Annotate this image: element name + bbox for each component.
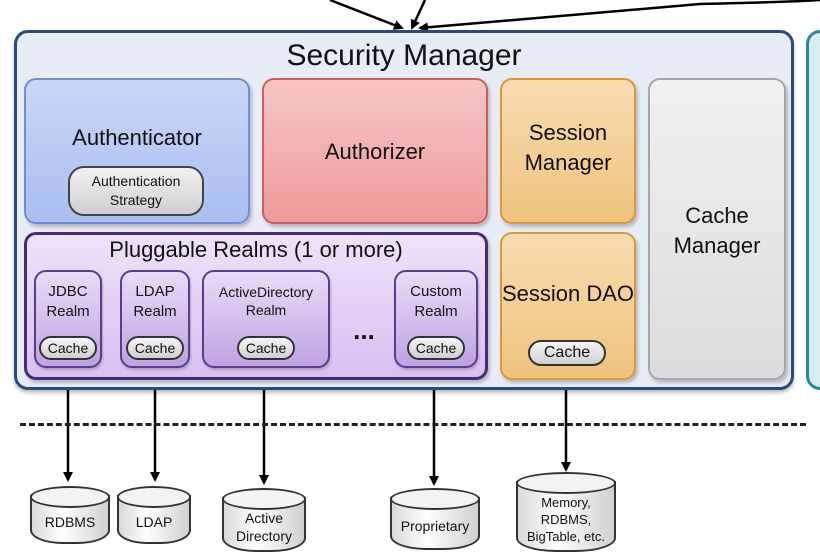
session-dao-label: Session DAO — [501, 281, 635, 306]
session-manager-label: Session Manager — [524, 120, 612, 175]
custom-realm-label: Custom Realm — [410, 283, 462, 320]
adjacent-component-edge — [806, 30, 820, 390]
cache-manager-box — [648, 78, 786, 380]
security-manager-title: Security Manager — [286, 39, 522, 72]
incoming-arrow — [418, 2, 701, 33]
cache-manager-label: Cache Manager — [673, 203, 761, 258]
proprietary-datastore: Proprietary — [390, 488, 480, 550]
incoming-arrow-curve — [699, 0, 820, 6]
ldap-realm-label: LDAP Realm — [133, 283, 177, 320]
pluggable-realms-title: Pluggable Realms (1 or more) — [109, 237, 403, 262]
system-boundary-line — [20, 423, 806, 426]
incoming-arrow — [410, 0, 427, 30]
ldap-datastore: LDAP — [117, 486, 191, 544]
memory-datastore: Memory, RDBMS, BigTable, etc. — [516, 472, 616, 552]
rdbms-datastore-label: RDBMS — [44, 514, 96, 530]
authorizer-label: Authorizer — [324, 139, 426, 164]
session-dao-cache: Cache — [528, 340, 606, 366]
session-manager-box — [500, 78, 636, 224]
rdbms-datastore: RDBMS — [30, 486, 110, 544]
active-directory-datastore-label: Active Directory — [235, 510, 292, 544]
activedirectory-realm-label: ActiveDirectory Realm — [218, 284, 314, 318]
jdbc-realm-label: JDBC Realm — [46, 283, 90, 320]
authenticator-label: Authenticator — [72, 125, 202, 150]
ldap-realm-cache: Cache — [126, 336, 184, 360]
ldap-datastore-label: LDAP — [135, 514, 173, 530]
incoming-arrow — [329, 0, 404, 30]
authenticator-box — [24, 78, 250, 224]
memory-datastore-label: Memory, RDBMS, BigTable, etc. — [526, 494, 606, 544]
authorizer-box — [262, 78, 488, 224]
custom-realm-cache: Cache — [407, 336, 465, 360]
active-directory-datastore: Active Directory — [222, 488, 306, 552]
proprietary-datastore-label: Proprietary — [400, 518, 470, 534]
authentication-strategy-pill: Authentication Strategy — [68, 166, 204, 216]
activedirectory-realm-cache: Cache — [237, 336, 295, 360]
more-realms-ellipsis: ... — [353, 314, 375, 345]
jdbc-realm-cache: Cache — [39, 336, 97, 360]
